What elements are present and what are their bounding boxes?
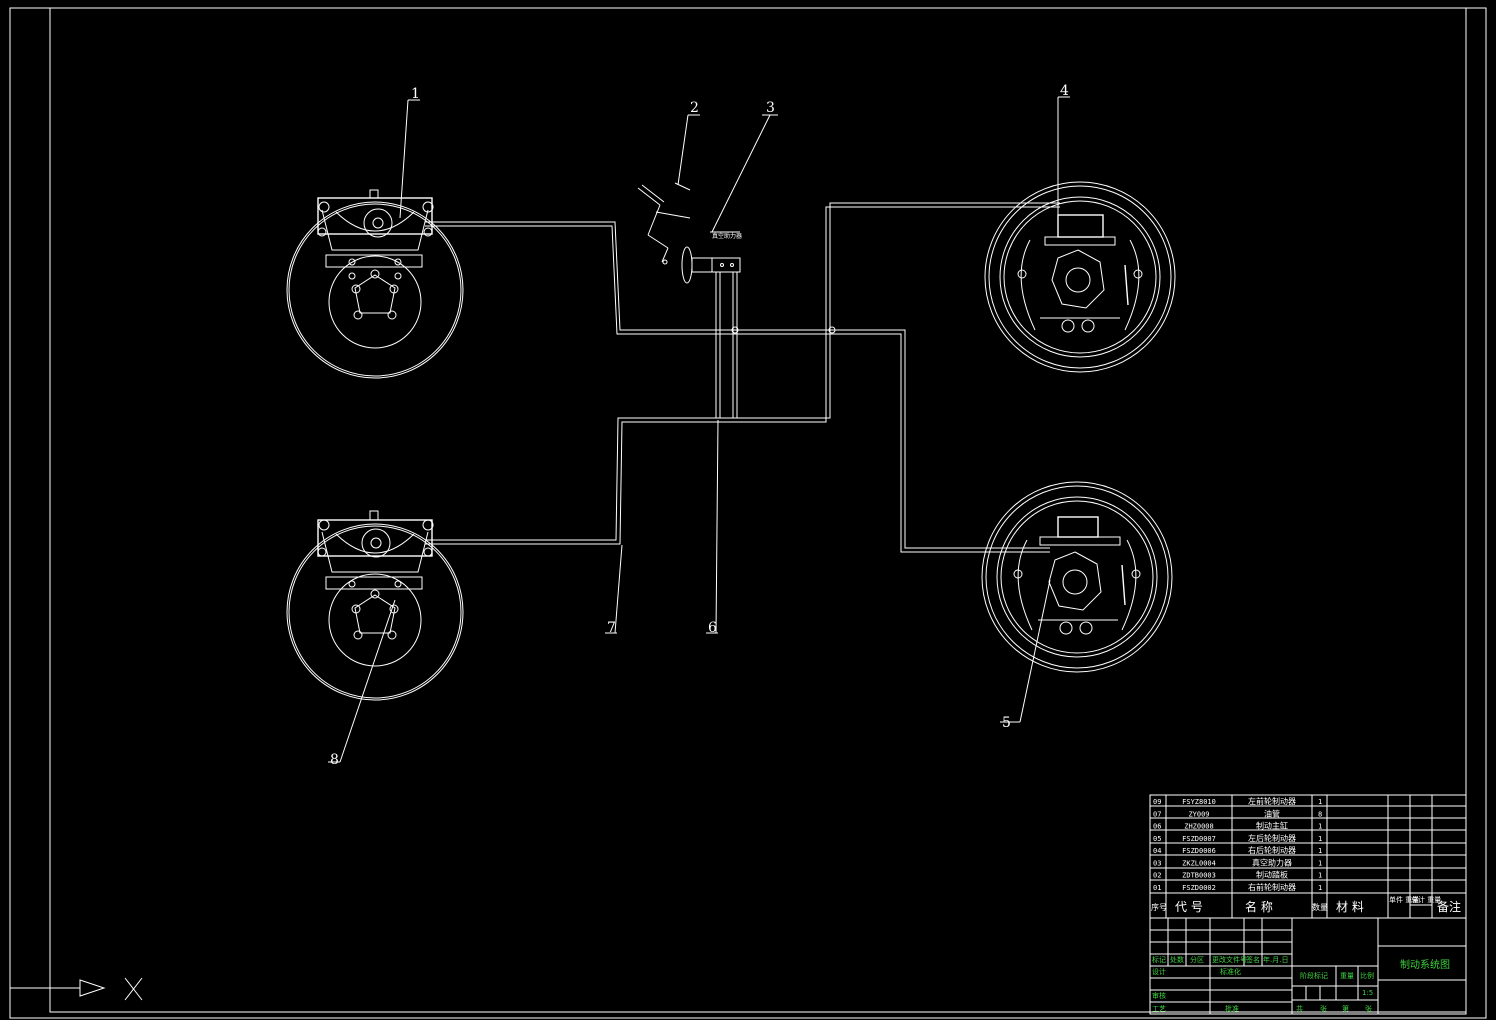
hdr-name: 名 称 bbox=[1245, 899, 1273, 914]
callout-leaders bbox=[328, 96, 1070, 763]
tb-design: 设计 bbox=[1152, 967, 1166, 976]
tb-row-date: 年.月.日 bbox=[1263, 955, 1288, 964]
booster-label: 真空助力器 bbox=[712, 232, 742, 240]
part-qty: 1 bbox=[1318, 884, 1322, 892]
hdr-code: 代 号 bbox=[1175, 900, 1203, 914]
right-drum-brake-lower bbox=[981, 481, 1173, 673]
tb-sheet-unit-2: 张 bbox=[1365, 1004, 1372, 1013]
part-qty: 1 bbox=[1318, 859, 1322, 867]
part-no: 01 bbox=[1153, 884, 1161, 892]
tb-stage-mark: 阶段标记 bbox=[1300, 971, 1328, 980]
hdr-remark: 备注 bbox=[1437, 899, 1461, 914]
callout-2: 2 bbox=[690, 100, 699, 116]
tb-row-signature: 签名 bbox=[1246, 955, 1260, 964]
part-name: 右后轮制动器 bbox=[1248, 845, 1296, 855]
part-name: 真空助力器 bbox=[1252, 857, 1292, 867]
part-qty: 1 bbox=[1318, 835, 1322, 843]
tb-row-mark: 标记 bbox=[1152, 955, 1166, 964]
tb-row-zone: 分区 bbox=[1190, 955, 1204, 964]
part-no: 09 bbox=[1153, 798, 1161, 806]
rear-left-disc-brake bbox=[286, 510, 464, 701]
part-code: ZDTB0003 bbox=[1182, 872, 1216, 880]
parts-list-header: 序号 代 号 名 称 数量 材 料 单件 重量 总计 重量 备注 bbox=[1151, 895, 1461, 914]
part-qty: 1 bbox=[1318, 847, 1322, 855]
part-name: 油管 bbox=[1264, 808, 1280, 818]
part-code: ZY009 bbox=[1188, 810, 1209, 818]
title-block: 标记 处数 分区 更改文件号 签名 年.月.日 设计 标准化 审核 工艺 批准 … bbox=[1149, 917, 1467, 1015]
hdr-qty: 数量 bbox=[1312, 902, 1328, 912]
part-name: 左前轮制动器 bbox=[1248, 796, 1296, 806]
hdr-seq: 序号 bbox=[1151, 902, 1167, 912]
ucs-icon bbox=[10, 977, 143, 1001]
part-qty: 1 bbox=[1318, 823, 1322, 831]
tb-row-change-doc: 更改文件号 bbox=[1212, 955, 1247, 964]
part-code: FSZD0006 bbox=[1182, 847, 1216, 855]
drawing-frame bbox=[49, 7, 1467, 1013]
tb-process: 工艺 bbox=[1152, 1005, 1166, 1013]
hdr-unit-weight: 单件 重量 bbox=[1389, 895, 1419, 904]
callout-5: 5 bbox=[1002, 715, 1011, 731]
drawing-title: 制动系统图 bbox=[1400, 958, 1450, 971]
callout-4: 4 bbox=[1060, 83, 1069, 99]
parts-list bbox=[1149, 794, 1467, 919]
part-no: 07 bbox=[1153, 810, 1161, 818]
callout-1: 1 bbox=[411, 86, 420, 102]
part-code: ZHZ0008 bbox=[1184, 823, 1214, 831]
callout-8: 8 bbox=[330, 752, 339, 768]
part-no: 04 bbox=[1153, 847, 1161, 855]
tb-sheet-unit-1: 张 bbox=[1320, 1004, 1327, 1013]
part-code: FSYZ8010 bbox=[1182, 798, 1216, 806]
hdr-material: 材 料 bbox=[1336, 900, 1364, 914]
tb-standardize: 标准化 bbox=[1220, 967, 1241, 976]
right-drum-brake-upper bbox=[984, 181, 1176, 373]
callout-6: 6 bbox=[708, 620, 717, 636]
tb-weight: 重量 bbox=[1340, 972, 1354, 980]
part-name: 右前轮制动器 bbox=[1248, 882, 1296, 892]
tb-sheet-no: 第 bbox=[1342, 1004, 1349, 1013]
part-qty: 8 bbox=[1318, 810, 1322, 818]
callout-3: 3 bbox=[766, 100, 775, 116]
part-code: ZKZL0004 bbox=[1182, 859, 1216, 867]
tb-review: 审核 bbox=[1152, 991, 1166, 1000]
part-qty: 1 bbox=[1318, 798, 1322, 806]
hdr-total-weight: 总计 重量 bbox=[1411, 895, 1441, 904]
front-left-disc-brake bbox=[286, 189, 464, 379]
part-qty: 1 bbox=[1318, 872, 1322, 880]
tb-approve: 批准 bbox=[1225, 1004, 1239, 1013]
part-no: 02 bbox=[1153, 872, 1161, 880]
tb-row-count: 处数 bbox=[1170, 955, 1184, 964]
brake-lines bbox=[425, 202, 1060, 553]
tb-scale: 1:5 bbox=[1362, 989, 1373, 997]
part-name: 制动主缸 bbox=[1256, 821, 1288, 831]
part-name: 制动踏板 bbox=[1256, 870, 1288, 880]
brake-pedal-assembly bbox=[637, 182, 691, 265]
callout-7: 7 bbox=[607, 620, 616, 636]
part-no: 05 bbox=[1153, 835, 1161, 843]
part-no: 03 bbox=[1153, 859, 1161, 867]
part-no: 06 bbox=[1153, 823, 1161, 831]
tb-sheet-total: 共 bbox=[1296, 1004, 1303, 1013]
tb-scale-label: 比例 bbox=[1360, 971, 1374, 980]
part-code: FSZD0002 bbox=[1182, 884, 1216, 892]
part-code: FSZD0007 bbox=[1182, 835, 1216, 843]
vacuum-booster: 真空助力器 bbox=[681, 231, 742, 284]
part-name: 左后轮制动器 bbox=[1248, 833, 1296, 843]
parts-list-rows: 09 FSYZ8010 左前轮制动器 1 07 ZY009 油管 8 06 ZHZ0008 制动主缸… bbox=[1153, 796, 1322, 892]
